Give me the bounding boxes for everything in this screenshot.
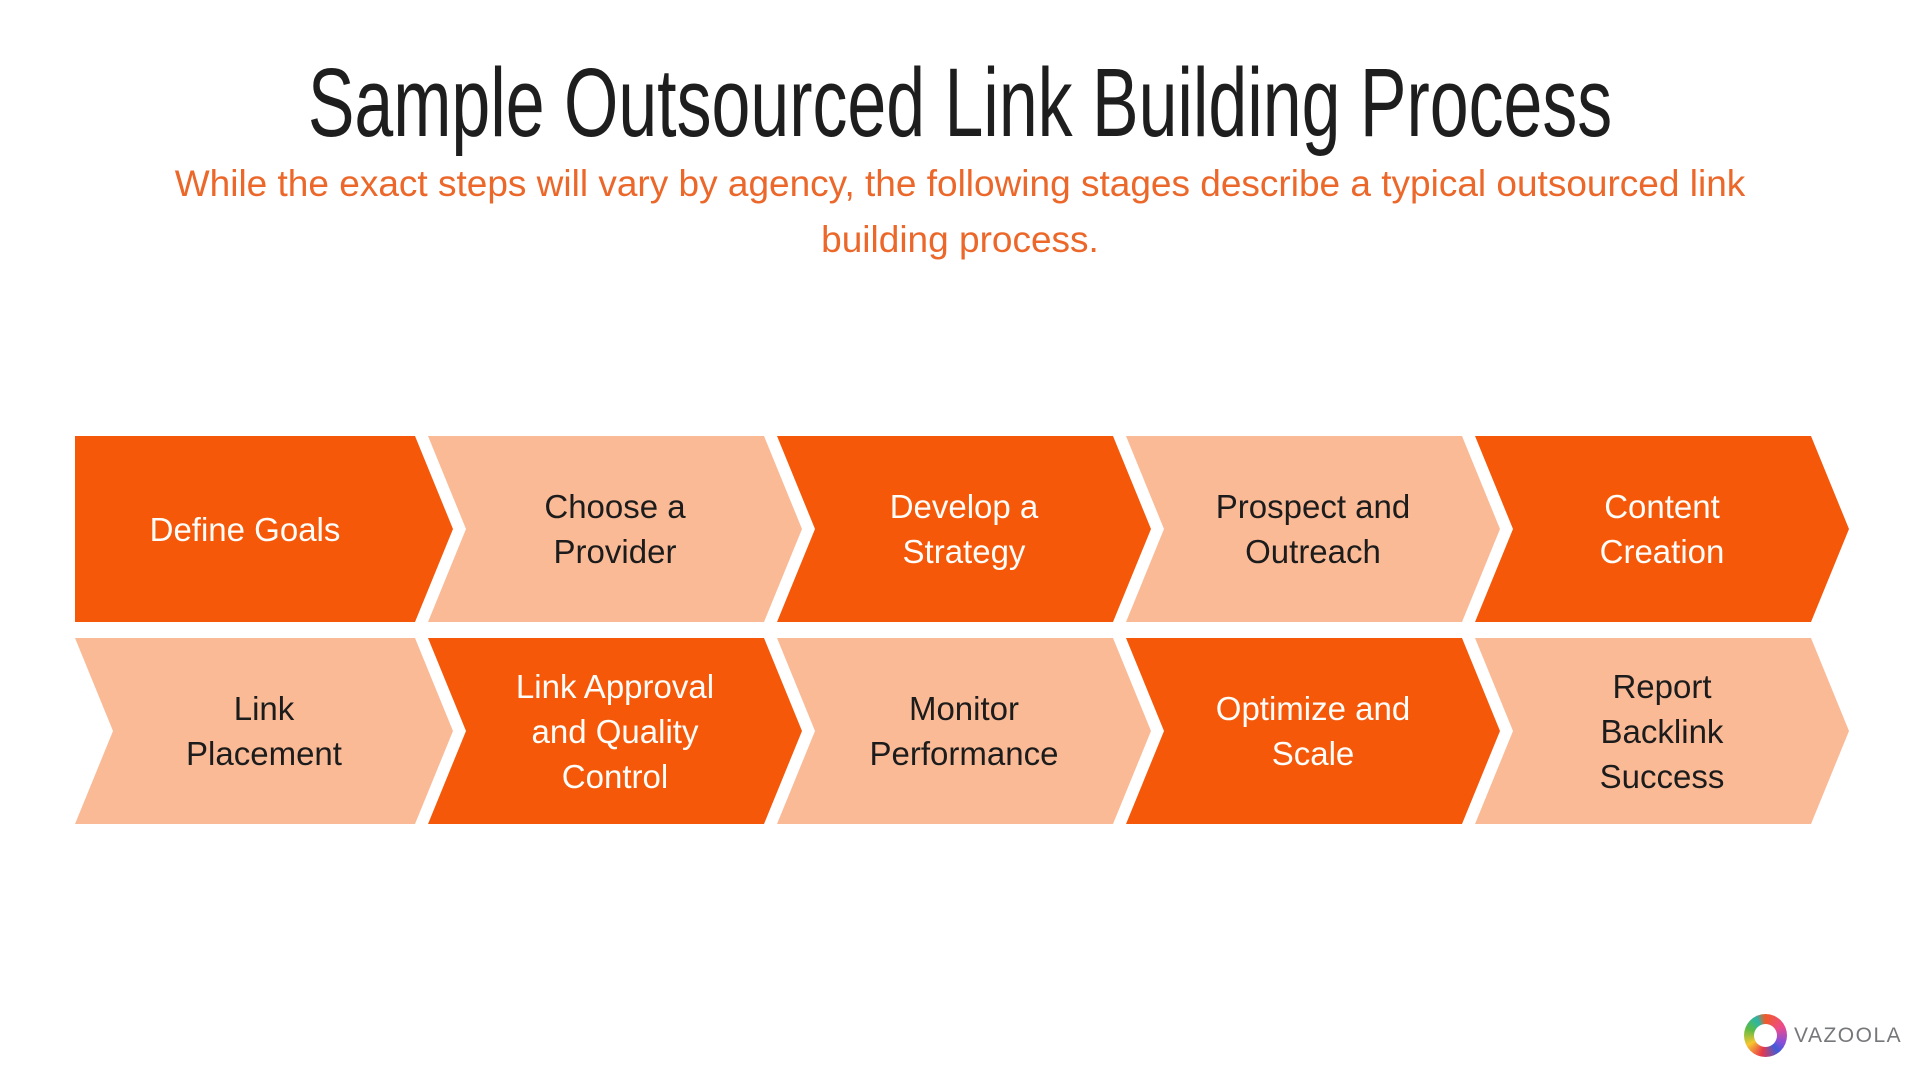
page-subtitle: While the exact steps will vary by agenc… <box>174 163 1746 260</box>
process-step-label: Link Placement <box>186 690 342 772</box>
step-choose-a-provider: Choose a Provider <box>428 436 802 622</box>
step-monitor-performance: Monitor Performance <box>777 638 1151 824</box>
vazoola-wordmark: VAZOOLA <box>1794 1023 1903 1047</box>
process-step-label: Content Creation <box>1599 488 1725 570</box>
rainbow-ring-icon <box>1744 1014 1787 1057</box>
process-step-label: Monitor Performance <box>869 690 1059 772</box>
step-link-placement: Link Placement <box>75 638 453 824</box>
process-step-label: Link Approval and Quality Control <box>515 667 715 795</box>
process-step-label: Prospect and Outreach <box>1215 488 1411 570</box>
process-step-label: Optimize and Scale <box>1215 690 1411 772</box>
page-title: Sample Outsourced Link Building Process <box>307 48 1613 157</box>
step-content-creation: Content Creation <box>1475 436 1849 622</box>
process-step-label: Report Backlink Success <box>1599 667 1725 795</box>
process-step-label: Choose a Provider <box>544 488 686 570</box>
step-optimize-and-scale: Optimize and Scale <box>1126 638 1500 824</box>
step-report-backlink-success: Report Backlink Success <box>1475 638 1849 824</box>
step-define-goals: Define Goals <box>75 436 453 622</box>
process-step-label: Develop a Strategy <box>889 488 1039 570</box>
step-develop-a-strategy: Develop a Strategy <box>777 436 1151 622</box>
step-prospect-and-outreach: Prospect and Outreach <box>1126 436 1500 622</box>
vazoola-logo: VAZOOLA <box>1744 1014 1902 1057</box>
step-link-approval-and-quality-control: Link Approval and Quality Control <box>428 638 802 824</box>
process-step-label: Define Goals <box>149 510 341 548</box>
